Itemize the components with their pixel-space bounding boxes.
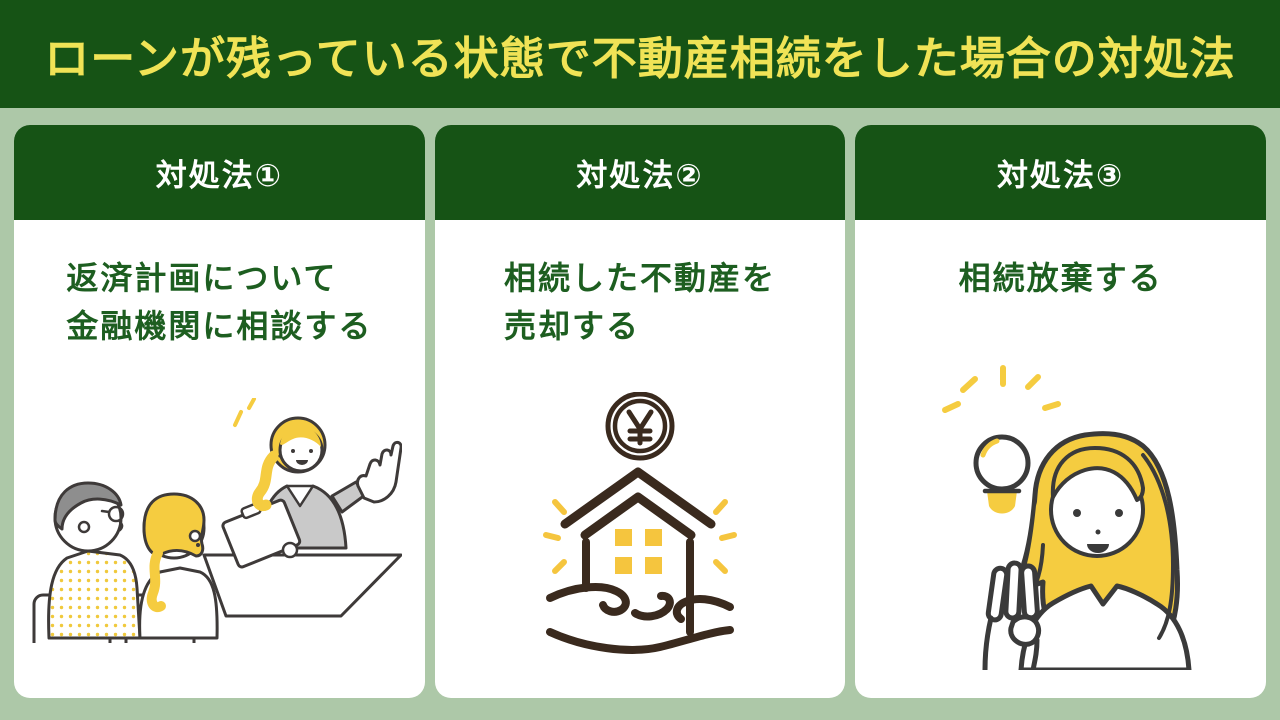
card-2-text: 相続した不動産を 売却する [504,254,776,350]
card-1-body: 返済計画について 金融機関に相談する [14,220,425,698]
card-2-body: 相続した不動産を 売却する [435,220,846,698]
yen-coin-icon [605,392,675,461]
consultation-illustration [32,398,402,643]
card-1-line-1: 返済計画について [66,259,338,297]
woman-icon [1014,431,1192,670]
card-1-text: 返済計画について 金融機関に相談する [66,254,372,350]
card-3-text: 相続放棄する [959,254,1163,302]
card-3-header-label: 対処法③ [997,158,1125,194]
card-method-1: 対処法① 返済計画について 金融機関に相談する [14,125,425,698]
house-in-hand-illustration [540,392,740,662]
ok-woman-illustration [925,360,1215,670]
card-2-header-label: 対処法② [576,158,704,194]
sparkle-icon [233,410,243,427]
card-1-line-2: 金融機関に相談する [66,307,373,345]
open-hand-icon [356,440,402,504]
card-3-line-1: 相続放棄する [958,259,1163,297]
card-2-line-1: 相続した不動産を [504,259,777,297]
sparkle-icon [247,398,256,410]
card-2-header: 対処法② [434,125,846,220]
holding-hand-icon [546,583,734,654]
card-2-line-2: 売却する [504,307,641,345]
page-title: ローンが残っている状態で不動産相続をした場合の対処法 [44,31,1236,85]
ok-hand-icon [982,560,1042,670]
table-icon [202,553,402,618]
card-3-header: 対処法③ [855,125,1267,220]
rays-icon [942,365,1062,413]
cards-row: 対処法① 返済計画について 金融機関に相談する [0,108,1280,698]
house-icon [560,467,716,636]
title-banner: ローンが残っている状態で不動産相続をした場合の対処法 [0,0,1280,108]
lightbulb-icon [973,434,1031,514]
card-1-header-label: 対処法① [155,158,283,194]
card-method-3: 対処法③ 相続放棄する [855,125,1267,698]
card-1-header: 対処法① [14,125,425,220]
card-3-body: 相続放棄する [855,220,1266,698]
sparkle-icon [543,499,737,574]
card-method-2: 対処法② 相続した不動産を 売却する [434,125,846,698]
